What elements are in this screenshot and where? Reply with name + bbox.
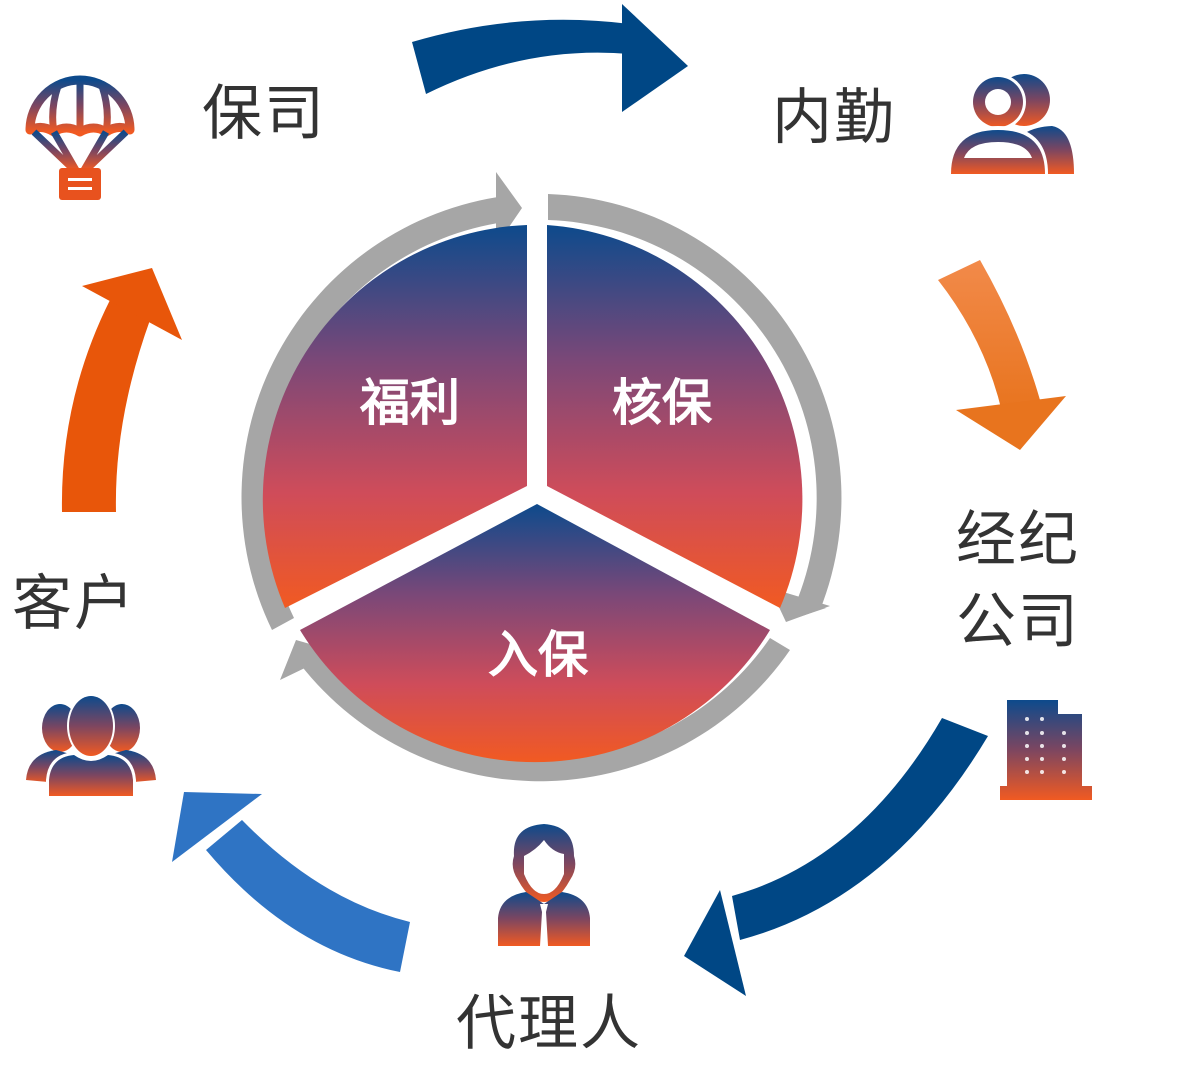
segment-label-enrollment: 入保	[488, 626, 589, 684]
arrow-broker-to-agent	[684, 718, 988, 996]
segment-welfare[interactable]	[262, 225, 527, 608]
parachute-icon	[25, 75, 135, 200]
arrow-customer-to-insurer	[61, 268, 182, 512]
node-label-broker-line1: 经纪	[956, 505, 1080, 575]
arrow-internal-to-broker	[938, 260, 1066, 450]
agent-icon	[498, 824, 590, 946]
node-label-customer: 客户	[12, 569, 136, 639]
node-label-insurer: 保司	[202, 79, 326, 149]
group-icon	[26, 694, 156, 798]
arrow-agent-to-customer	[172, 792, 410, 972]
users-icon	[948, 74, 1074, 174]
arrow-insurer-to-internal	[412, 4, 688, 112]
center-cycle: 福利 核保 入保	[241, 172, 842, 782]
node-label-agent: 代理人	[456, 989, 642, 1059]
ring-arrow-right	[548, 194, 842, 622]
segment-label-underwriting: 核保	[612, 374, 713, 432]
segment-label-welfare: 福利	[359, 374, 460, 432]
building-icon	[1000, 700, 1092, 800]
segment-underwriting[interactable]	[547, 225, 803, 608]
node-label-internal: 内勤	[772, 83, 896, 153]
node-label-broker-line2: 公司	[956, 587, 1080, 657]
segment-enrollment[interactable]	[300, 504, 770, 763]
